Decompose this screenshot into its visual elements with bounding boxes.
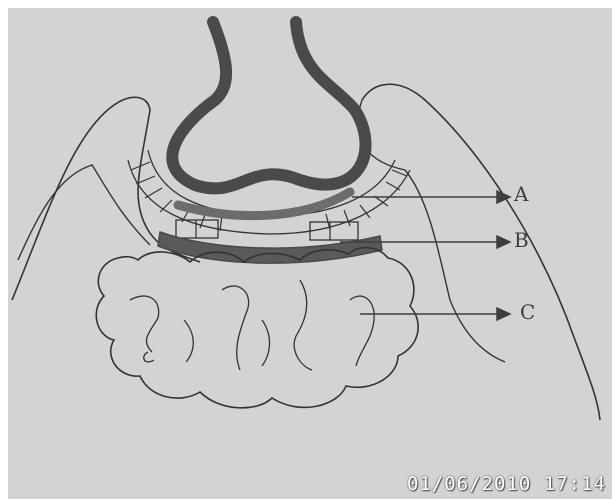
label-a: A — [514, 182, 528, 206]
label-c: C — [520, 300, 535, 324]
camera-timestamp: 01/06/2010 17:14 — [407, 473, 606, 495]
label-b: B — [514, 228, 529, 252]
